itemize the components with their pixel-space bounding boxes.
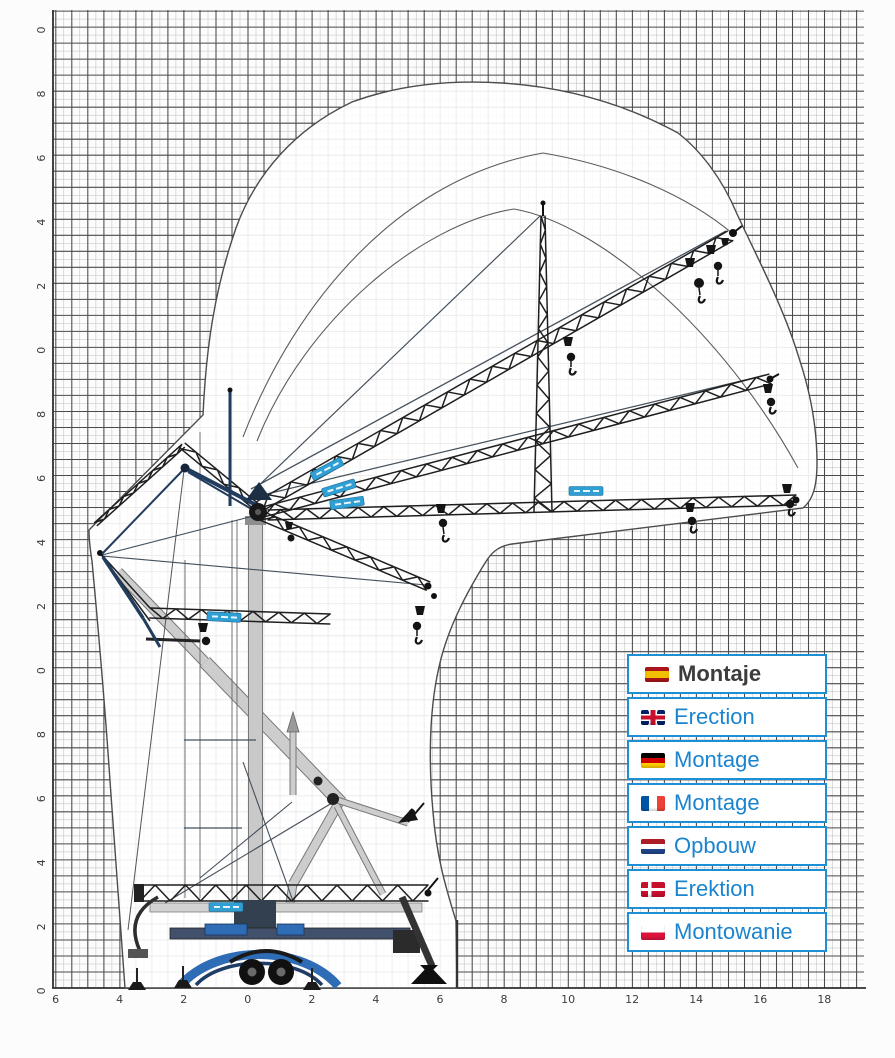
legend-label: Erection bbox=[674, 704, 755, 729]
svg-text:0: 0 bbox=[35, 987, 48, 994]
svg-text:6: 6 bbox=[35, 475, 48, 482]
flag-netherlands-icon bbox=[641, 838, 665, 854]
legend-row-danish: Erektion bbox=[627, 869, 827, 909]
svg-text:14: 14 bbox=[689, 993, 703, 1006]
flag-poland-icon bbox=[641, 924, 665, 940]
svg-text:2: 2 bbox=[35, 603, 48, 610]
language-legend: Montaje Erection Montage Montage Opbouw … bbox=[627, 654, 827, 952]
svg-text:4: 4 bbox=[372, 993, 379, 1006]
svg-text:16: 16 bbox=[753, 993, 767, 1006]
legend-label: Montaje bbox=[678, 661, 762, 686]
svg-text:6: 6 bbox=[52, 993, 59, 1006]
svg-text:12: 12 bbox=[625, 993, 639, 1006]
jib-tip-trajectory-arcs bbox=[242, 152, 799, 988]
svg-text:8: 8 bbox=[35, 731, 48, 738]
svg-text:0: 0 bbox=[35, 347, 48, 354]
svg-text:0: 0 bbox=[35, 667, 48, 674]
flag-denmark-icon bbox=[641, 881, 665, 897]
svg-text:4: 4 bbox=[35, 219, 48, 226]
svg-text:6: 6 bbox=[35, 155, 48, 162]
legend-row-dutch: Opbouw bbox=[627, 826, 827, 866]
erection-envelope-outline bbox=[88, 81, 818, 989]
svg-text:4: 4 bbox=[35, 539, 48, 546]
legend-row-english: Erection bbox=[627, 697, 827, 737]
legend-label: Erektion bbox=[674, 876, 755, 901]
svg-text:2: 2 bbox=[35, 923, 48, 930]
legend-label: Montage bbox=[674, 747, 760, 772]
svg-text:2: 2 bbox=[35, 283, 48, 290]
svg-text:0: 0 bbox=[35, 27, 48, 34]
svg-text:4: 4 bbox=[35, 859, 48, 866]
legend-label: Montage bbox=[674, 790, 760, 815]
svg-text:8: 8 bbox=[35, 91, 48, 98]
svg-text:2: 2 bbox=[180, 993, 187, 1006]
svg-text:0: 0 bbox=[244, 993, 251, 1006]
legend-row-german: Montage bbox=[627, 740, 827, 780]
svg-text:8: 8 bbox=[501, 993, 508, 1006]
svg-text:18: 18 bbox=[817, 993, 831, 1006]
legend-row-polish: Montowanie bbox=[627, 912, 827, 952]
flag-germany-icon bbox=[641, 752, 665, 768]
svg-text:6: 6 bbox=[35, 795, 48, 802]
svg-text:6: 6 bbox=[436, 993, 443, 1006]
flag-spain-icon bbox=[645, 666, 669, 682]
legend-row-spanish: Montaje bbox=[627, 654, 827, 694]
crane-drawing bbox=[93, 200, 800, 990]
flag-france-icon bbox=[641, 795, 665, 811]
legend-label: Opbouw bbox=[674, 833, 756, 858]
svg-text:10: 10 bbox=[561, 993, 575, 1006]
legend-row-french: Montage bbox=[627, 783, 827, 823]
svg-text:4: 4 bbox=[116, 993, 123, 1006]
svg-text:2: 2 bbox=[308, 993, 315, 1006]
svg-text:8: 8 bbox=[35, 411, 48, 418]
flag-united-kingdom-icon bbox=[641, 709, 665, 725]
legend-label: Montowanie bbox=[674, 919, 793, 944]
